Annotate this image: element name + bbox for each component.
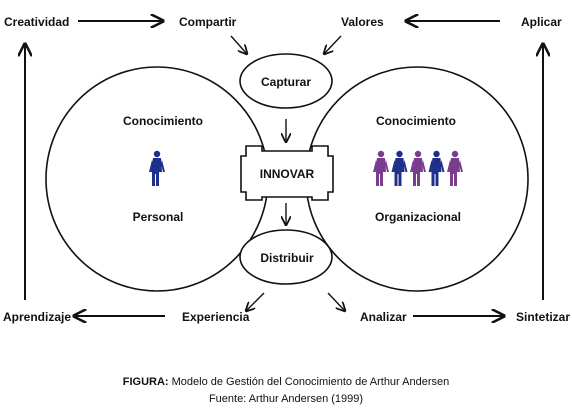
personal-circle-subtitle: Personal [133,210,184,224]
capturar-oval [239,53,333,109]
figure-caption: FIGURA: Modelo de Gestión del Conocimien… [123,376,450,388]
node-analizar: Analizar [360,310,407,324]
node-capturar: Capturar [261,75,311,89]
valores-to-capturar-arrow [324,35,342,54]
node-sintetizar: Sintetizar [516,310,570,324]
node-experiencia: Experiencia [182,310,250,324]
organizational-circle-title: Conocimiento [376,114,456,128]
node-aplicar: Aplicar [521,15,562,29]
innovar-box [240,145,334,201]
caption-prefix: FIGURA: [123,376,169,388]
node-innovar: INNOVAR [260,167,315,181]
node-valores: Valores [341,15,384,29]
distribuir-to-analizar-arrow [327,292,345,311]
caption-text: Modelo de Gestión del Conocimiento de Ar… [169,376,450,388]
organizational-circle-subtitle: Organizacional [375,210,461,224]
node-creatividad: Creatividad [4,15,69,29]
compartir-to-capturar-arrow [230,35,247,54]
node-compartir: Compartir [179,15,237,29]
node-distribuir: Distribuir [260,251,314,265]
node-aprendizaje: Aprendizaje [3,310,71,324]
distribuir-oval [239,229,333,285]
figure-source: Fuente: Arthur Andersen (1999) [209,393,363,405]
personal-circle-title: Conocimiento [123,114,203,128]
distribuir-to-experiencia-arrow [246,292,265,311]
